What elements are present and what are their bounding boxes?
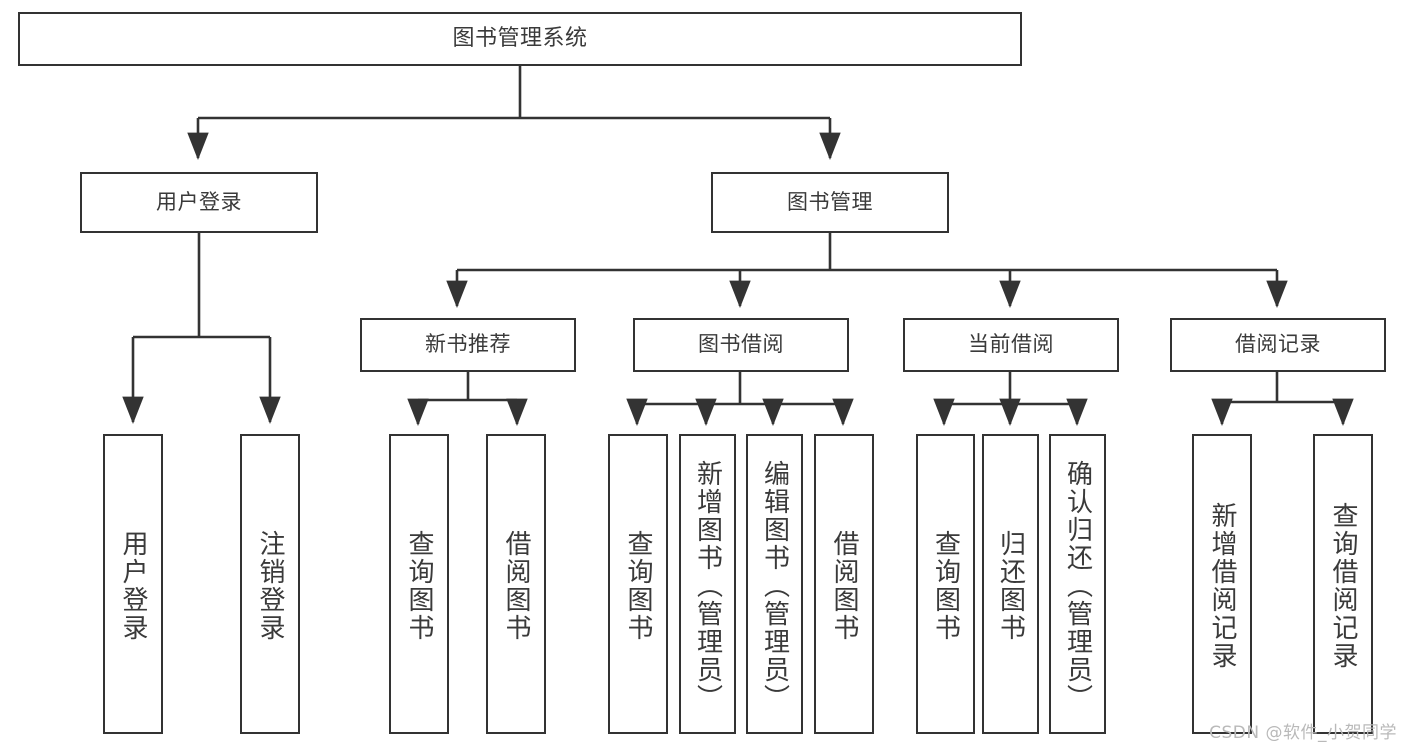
node-borrow-record[interactable]: 借阅记录 xyxy=(1170,318,1386,372)
node-label: 注销登录 xyxy=(255,529,285,642)
leaf-borrow-record-query[interactable]: 查询借阅记录 xyxy=(1313,434,1373,734)
leaf-user-login-logout[interactable]: 注销登录 xyxy=(240,434,300,734)
node-label: 当前借阅 xyxy=(968,332,1054,357)
node-label: 图书管理系统 xyxy=(452,25,588,51)
node-label: 查询图书 xyxy=(623,529,653,642)
node-label: 查询图书 xyxy=(930,529,961,642)
leaf-user-login-login[interactable]: 用户登录 xyxy=(103,434,163,734)
leaf-book-borrow-query[interactable]: 查询图书 xyxy=(608,434,668,734)
watermark-text: CSDN @软件_小贺同学 xyxy=(1209,723,1397,743)
node-label: 借阅图书 xyxy=(829,529,859,642)
node-label: 新增图书（管理员） xyxy=(692,459,723,712)
node-label: 新书推荐 xyxy=(425,332,511,357)
node-user-login[interactable]: 用户登录 xyxy=(80,172,318,233)
node-label: 借阅图书 xyxy=(501,529,531,642)
leaf-current-borrow-query[interactable]: 查询图书 xyxy=(916,434,975,734)
node-current-borrow[interactable]: 当前借阅 xyxy=(903,318,1119,372)
leaf-new-book-query[interactable]: 查询图书 xyxy=(389,434,449,734)
leaf-book-borrow-add[interactable]: 新增图书（管理员） xyxy=(679,434,736,734)
node-label: 查询图书 xyxy=(404,529,434,642)
node-label: 借阅记录 xyxy=(1235,332,1321,357)
leaf-current-borrow-return[interactable]: 归还图书 xyxy=(982,434,1039,734)
node-new-book-recommend[interactable]: 新书推荐 xyxy=(360,318,576,372)
node-label: 用户登录 xyxy=(118,529,148,642)
leaf-borrow-record-add[interactable]: 新增借阅记录 xyxy=(1192,434,1252,734)
node-label: 用户登录 xyxy=(156,189,242,214)
leaf-new-book-borrow[interactable]: 借阅图书 xyxy=(486,434,546,734)
node-label: 查询借阅记录 xyxy=(1328,501,1358,670)
node-label: 确认归还（管理员） xyxy=(1062,459,1093,712)
leaf-book-borrow-borrow[interactable]: 借阅图书 xyxy=(814,434,874,734)
node-label: 图书借阅 xyxy=(698,332,784,357)
node-label: 新增借阅记录 xyxy=(1207,501,1237,670)
node-label: 编辑图书（管理员） xyxy=(759,459,790,712)
node-book-management[interactable]: 图书管理 xyxy=(711,172,949,233)
node-label: 归还图书 xyxy=(995,529,1026,642)
node-label: 图书管理 xyxy=(787,189,873,214)
leaf-book-borrow-edit[interactable]: 编辑图书（管理员） xyxy=(746,434,803,734)
node-root-system[interactable]: 图书管理系统 xyxy=(18,12,1022,66)
node-book-borrow[interactable]: 图书借阅 xyxy=(633,318,849,372)
leaf-current-borrow-confirm-return[interactable]: 确认归还（管理员） xyxy=(1049,434,1106,734)
